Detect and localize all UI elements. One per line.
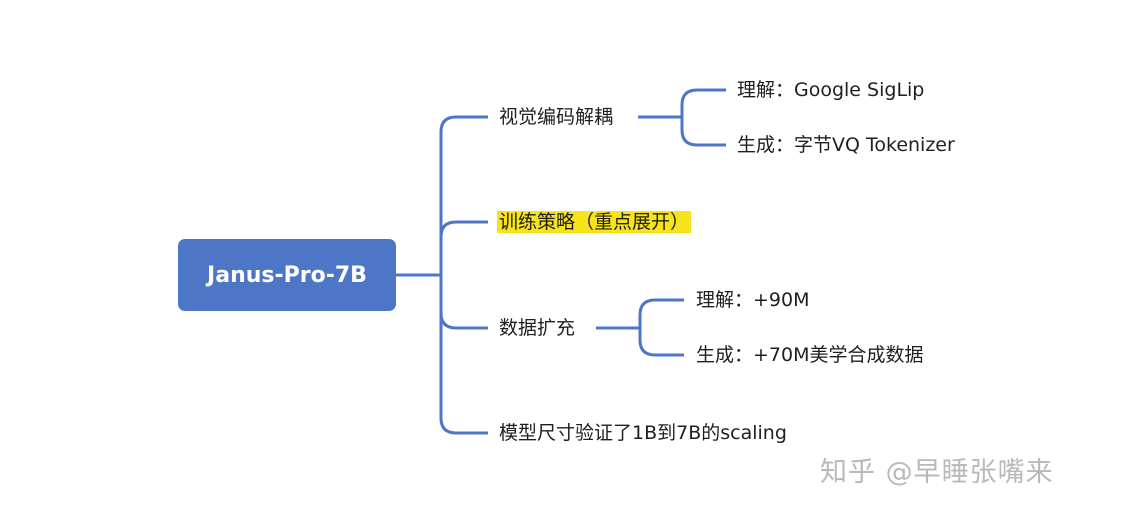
branch-connector-data <box>439 312 488 330</box>
child-label: 生成：+70M美学合成数据 <box>696 344 924 366</box>
branch-training-strategy: 训练策略（重点展开） <box>497 208 692 236</box>
branch-connector-training <box>439 220 488 238</box>
branch-label: 视觉编码解耦 <box>499 106 614 128</box>
watermark-text: 知乎 @早睡张嘴来 <box>820 457 1054 488</box>
vision-child-understanding: 理解：Google SigLip <box>737 76 924 104</box>
root-label: Janus-Pro-7B <box>207 262 367 288</box>
child-label: 理解：Google SigLip <box>737 79 925 101</box>
branch-label: 模型尺寸验证了1B到7B的scaling <box>499 422 787 444</box>
branch-scaling: 模型尺寸验证了1B到7B的scaling <box>499 419 787 447</box>
branch-label: 数据扩充 <box>499 317 576 339</box>
data-child-bracket <box>638 298 656 357</box>
watermark: 知乎 @早睡张嘴来 <box>820 450 1054 489</box>
child-label: 理解：+90M <box>696 289 810 311</box>
branch-vision-decoupling: 视觉编码解耦 <box>499 103 613 131</box>
data-child-generation: 生成：+70M美学合成数据 <box>696 341 924 369</box>
child-label: 生成：字节VQ Tokenizer <box>737 134 955 156</box>
root-node: Janus-Pro-7B <box>178 239 396 311</box>
highlighted-label: 训练策略（重点展开） <box>497 211 692 233</box>
branch-trunk <box>439 115 457 435</box>
data-child-understanding: 理解：+90M <box>696 286 810 314</box>
vision-child-bracket <box>680 88 698 147</box>
vision-child-generation: 生成：字节VQ Tokenizer <box>737 131 955 159</box>
branch-data-expansion: 数据扩充 <box>499 314 575 342</box>
